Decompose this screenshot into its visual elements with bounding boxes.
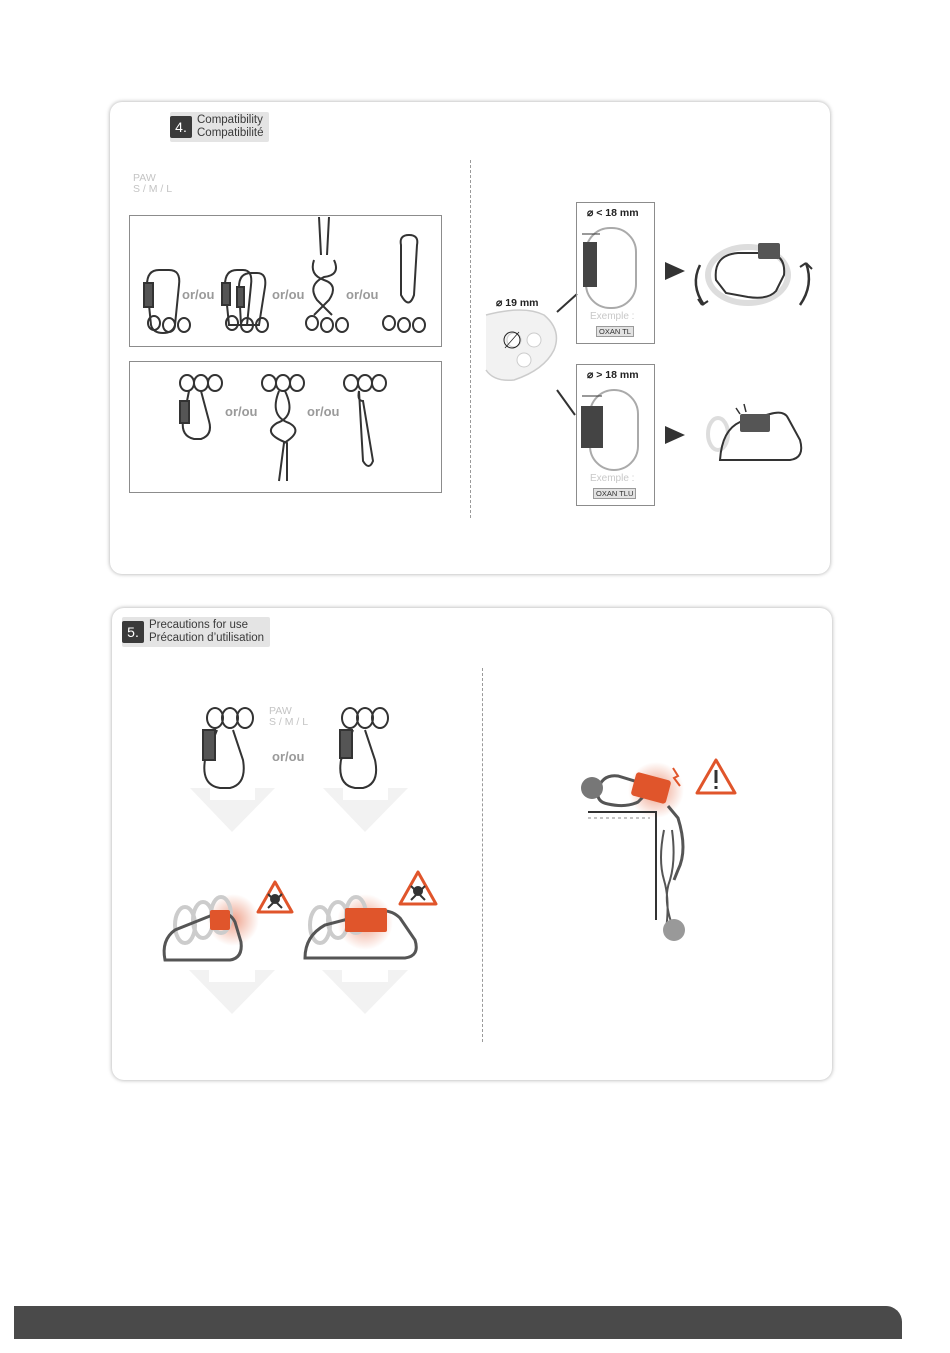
connection-options-1-illustration bbox=[129, 215, 442, 347]
anchor-plate-illustration bbox=[484, 300, 564, 390]
or-label: or/ou bbox=[307, 404, 340, 419]
section-4-title-fr: Compatibilité bbox=[197, 127, 263, 140]
rotate-icon bbox=[696, 265, 704, 305]
danger-skull-icon bbox=[398, 870, 438, 906]
model-label-small: OXAN TL bbox=[596, 326, 634, 337]
large-diameter-label: ⌀ > 18 mm bbox=[587, 369, 639, 381]
precaution-top-illustrations bbox=[185, 700, 395, 840]
exemple-label-small: Exemple : bbox=[590, 311, 634, 322]
section-4-number: 4. bbox=[170, 116, 192, 138]
section-5-divider bbox=[482, 668, 483, 1042]
section-4-header: 4. Compatibility Compatibilité bbox=[170, 112, 269, 142]
section-5-title-fr: Précaution d’utilisation bbox=[149, 632, 264, 645]
oval-carabiner-small bbox=[578, 222, 653, 312]
small-diameter-value: < 18 mm bbox=[596, 207, 638, 219]
large-diameter-value: > 18 mm bbox=[596, 369, 638, 381]
section-4-title-en: Compatibility bbox=[197, 114, 263, 127]
or-label: or/ou bbox=[346, 287, 379, 302]
section-5-number: 5. bbox=[122, 621, 144, 643]
warning-exclamation-icon bbox=[695, 758, 737, 796]
connection-options-2-illustration bbox=[129, 361, 442, 493]
rotating-carabiner-illustration bbox=[688, 225, 818, 325]
exemple-label-large: Exemple : bbox=[590, 473, 634, 484]
or-label: or/ou bbox=[182, 287, 215, 302]
or-label: or/ou bbox=[225, 404, 258, 419]
product-sizes: S / M / L bbox=[133, 184, 172, 195]
footer-bar bbox=[14, 1306, 902, 1339]
climber-icon bbox=[663, 919, 685, 941]
anchor-icon bbox=[581, 777, 603, 799]
danger-skull-icon bbox=[256, 880, 294, 914]
or-label: or/ou bbox=[272, 287, 305, 302]
section-5-header: 5. Precautions for use Précaution d’util… bbox=[122, 617, 270, 647]
small-diameter-label: ⌀ < 18 mm bbox=[587, 207, 639, 219]
model-label-large: OXAN TLU bbox=[593, 488, 636, 499]
jammed-carabiner-illustration bbox=[700, 400, 810, 470]
oval-carabiner-large bbox=[578, 384, 653, 474]
section-4-divider bbox=[470, 160, 471, 518]
arrow-right-icon bbox=[665, 262, 685, 280]
product-label-s4: PAW S / M / L bbox=[133, 173, 172, 195]
arrow-right-icon bbox=[665, 426, 685, 444]
section-5-title-en: Precautions for use bbox=[149, 619, 264, 632]
hole-diameter-label: ⌀ 19 mm bbox=[496, 297, 539, 309]
hole-diameter-value: 19 mm bbox=[505, 297, 538, 309]
